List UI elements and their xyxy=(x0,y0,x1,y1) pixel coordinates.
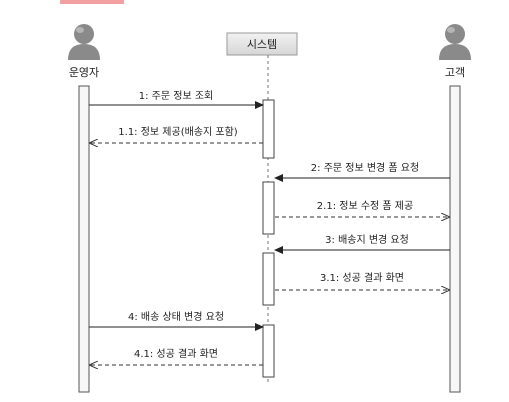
operator-lifeline xyxy=(78,85,90,393)
system-activation-2 xyxy=(262,181,275,235)
operator-actor-icon xyxy=(68,24,100,60)
message-4-1-label: 4.1: 성공 결과 화면 xyxy=(134,348,218,360)
system-activation-1 xyxy=(262,99,275,159)
customer-label: 고객 xyxy=(445,66,465,79)
message-1-1-label: 1.1: 정보 제공(배송지 포함) xyxy=(118,126,238,138)
system-box xyxy=(226,32,298,56)
message-2-1-label: 2.1: 정보 수정 폼 제공 xyxy=(317,200,413,212)
message-3-1-label: 3.1: 성공 결과 화면 xyxy=(320,272,404,284)
system-activation-3 xyxy=(262,252,275,306)
system-label: 시스템 xyxy=(247,38,277,51)
operator-label: 운영자 xyxy=(69,66,99,79)
message-3-label: 3: 배송지 변경 요청 xyxy=(325,233,409,246)
customer-lifeline xyxy=(449,85,461,393)
corner-mark xyxy=(60,0,124,4)
message-4-label: 4: 배송 상태 변경 요청 xyxy=(128,310,224,323)
customer-actor-icon xyxy=(439,24,471,60)
system-activation-4 xyxy=(262,324,275,378)
message-2-label: 2: 주문 정보 변경 폼 요청 xyxy=(311,161,419,174)
message-1-label: 1: 주문 정보 조회 xyxy=(139,90,213,102)
